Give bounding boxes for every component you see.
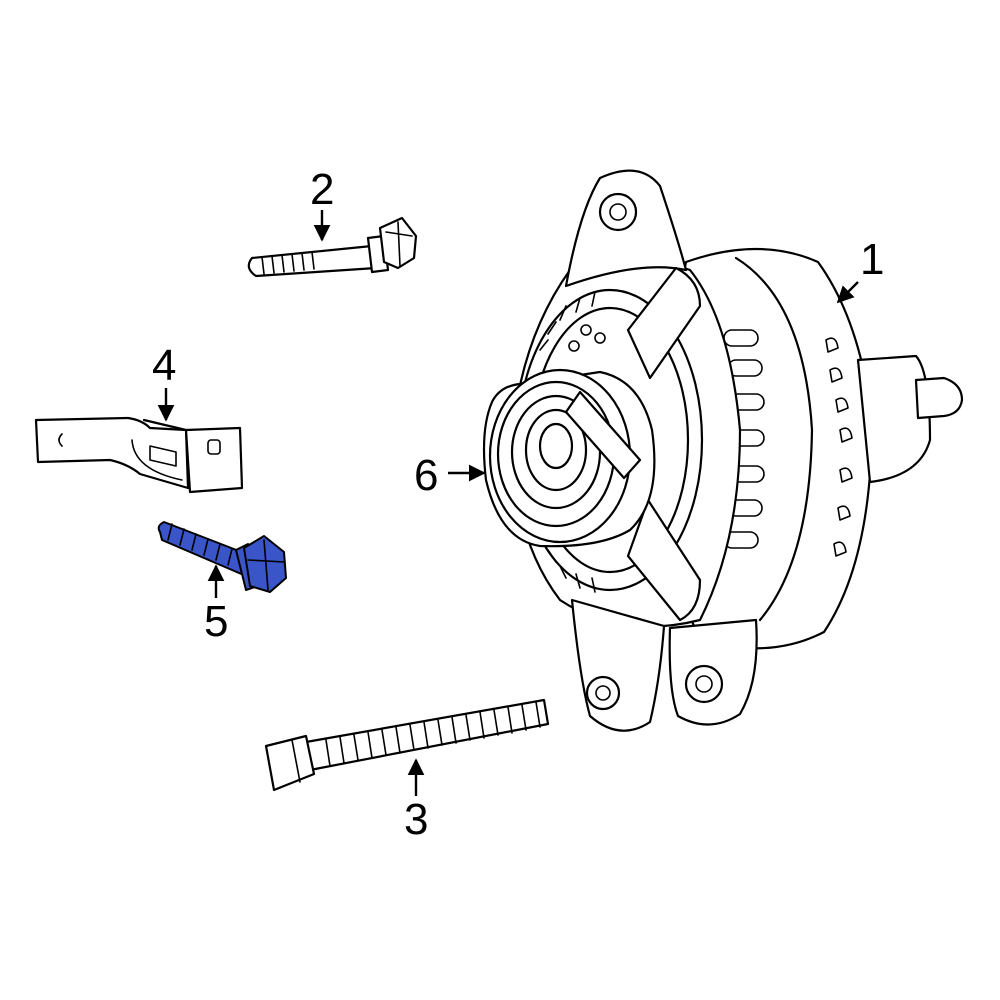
callout-4-label: 4	[152, 341, 176, 390]
callout-1[interactable]: 1	[836, 235, 884, 304]
callout-2-label: 2	[310, 165, 334, 214]
callout-5-label: 5	[204, 597, 228, 646]
part-3-long-bolt[interactable]	[264, 698, 550, 792]
callout-1-arrow	[836, 281, 859, 304]
callout-3-label: 3	[404, 795, 428, 844]
callout-5[interactable]: 5	[204, 564, 228, 646]
part-2-bolt[interactable]	[247, 216, 418, 278]
callout-3[interactable]: 3	[404, 758, 428, 844]
callout-4[interactable]: 4	[152, 341, 176, 422]
part-5-bolt-highlighted[interactable]	[157, 521, 287, 593]
part-4-bracket[interactable]	[34, 416, 244, 494]
part-6-pulley[interactable]	[482, 368, 656, 548]
callout-6-label: 6	[414, 451, 438, 500]
callout-6[interactable]: 6	[414, 451, 486, 500]
callout-2[interactable]: 2	[310, 165, 334, 242]
callout-1-label: 1	[860, 235, 884, 284]
